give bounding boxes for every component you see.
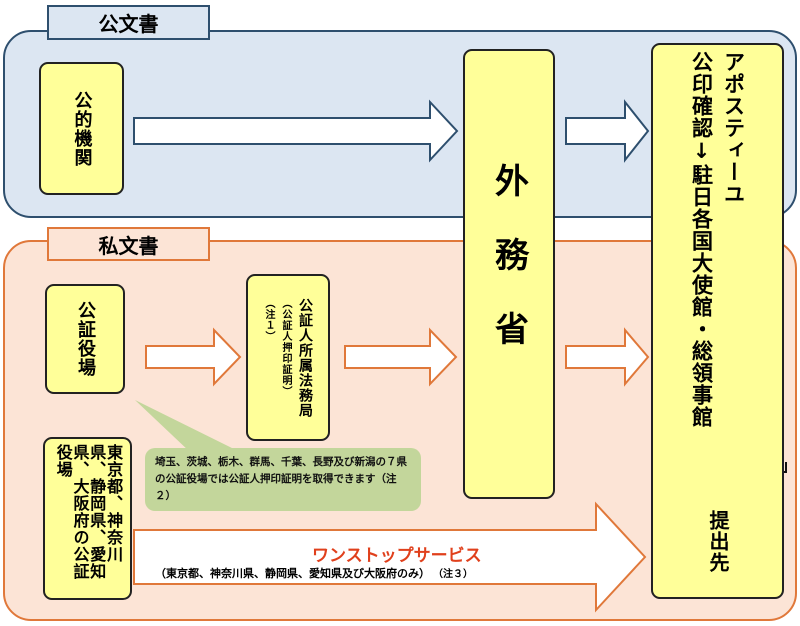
submission-label: 提出先 [706, 510, 730, 573]
notary-office-box: 公証役場 [45, 284, 125, 394]
one-stop-subtitle: （東京都、神奈川県、静岡県、愛知県及び大阪府のみ） （注３） [155, 565, 473, 581]
one-stop-note: （注３） [438, 569, 473, 580]
arrow-notary-to-bureau [145, 327, 242, 387]
callout-bubble [145, 448, 421, 511]
one-stop-subtitle-text: （東京都、神奈川県、静岡県、愛知県及び大阪府のみ） [155, 567, 430, 580]
arrow-mofa-to-apostille-public [565, 99, 650, 163]
consular-label: 公印確認↓駐日各国大使館・総領事館 [689, 51, 714, 428]
legal-affairs-note-ref: （注１） [263, 297, 274, 342]
arrow-one-stop-service [133, 501, 647, 613]
callout-pointer [135, 400, 240, 452]
legal-affairs-bureau-label: 公証人所属法務局 [297, 297, 313, 418]
legal-affairs-bureau-box: 公証人所属法務局 （公証人押印証明） （注１） [246, 274, 330, 441]
apostille-label: アポスティーユ [721, 51, 746, 205]
one-stop-title: ワンストップサービス [312, 546, 482, 566]
arrow-mofa-to-apostille-private [565, 327, 650, 387]
arrow-bureau-to-mofa [344, 327, 458, 387]
public-documents-label: 公文書 [47, 5, 210, 40]
mofa-box: 外務省 [463, 49, 555, 499]
public-institution-box: 公的機関 [39, 62, 124, 195]
callout-note: 埼玉、茨城、栃木、群馬、千葉、長野及び新潟の７県の公証役場では公証人押印証明を取… [155, 456, 407, 502]
apostille-consular-box: アポスティーユ 公印確認↓駐日各国大使館・総領事館 [651, 43, 784, 599]
arrow-public-to-mofa [133, 99, 459, 163]
metropolitan-notary-box: 東京都、神奈川県、静岡県、愛知県、大阪府の公証役場 [43, 437, 132, 600]
legal-affairs-note: （公証人押印証明） [280, 297, 291, 397]
private-documents-label: 私文書 [47, 227, 210, 261]
